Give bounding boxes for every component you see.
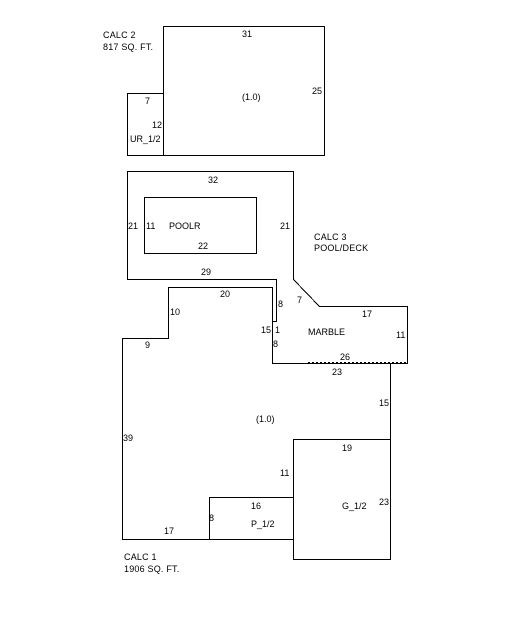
calc3-dim-notch-left: 1 [275, 325, 280, 335]
calc3-marble-label: MARBLE [308, 327, 345, 337]
calc1-dim-step: 10 [170, 307, 180, 317]
calc1-dim-garage-top: 19 [342, 443, 352, 453]
calc3-dim-bottom: 29 [201, 267, 211, 277]
calc1-porch-label: P_1/2 [251, 519, 275, 529]
calc3-pool [144, 197, 257, 254]
calc3-area: CALC 3 POOL/DECK 32 21 21 11 POOLR 22 29… [127, 171, 408, 364]
calc3-dim-diag: 7 [297, 295, 302, 305]
calc1-factor: (1.0) [256, 414, 275, 424]
calc1-dim-bottom: 17 [164, 526, 174, 536]
calc1-dim-inner-15: 15 [261, 325, 271, 335]
calc3-dim-marble-right: 11 [396, 330, 405, 340]
calc2-dim-small-top: 7 [145, 96, 150, 106]
calc1-dim-porch-top: 16 [251, 501, 261, 511]
calc1-porch [209, 497, 294, 540]
calc1-dim-right: 15 [379, 398, 389, 408]
calc1-area-text: 1906 SQ. FT. [124, 564, 179, 574]
calc3-dim-marble-top: 17 [362, 309, 372, 319]
calc2-title: CALC 2 [103, 30, 136, 40]
calc1-dim-left: 39 [123, 433, 133, 443]
calc3-dim-notch: 8 [278, 299, 283, 309]
calc1-title: CALC 1 [124, 552, 157, 562]
calc2-ur-room [127, 93, 164, 156]
calc2-dim-top: 31 [242, 29, 252, 39]
calc2-area: CALC 2 817 SQ. FT. 31 25 (1.0) 7 12 UR_1… [103, 26, 325, 156]
calc2-area-text: 817 SQ. FT. [103, 42, 153, 52]
calc3-title: CALC 3 [314, 232, 347, 242]
calc2-dim-small-side: 12 [152, 120, 162, 130]
calc3-subtitle: POOL/DECK [314, 243, 368, 253]
calc2-main-room [163, 26, 325, 156]
calc1-dim-top: 20 [220, 289, 230, 299]
calc2-factor: (1.0) [242, 92, 261, 102]
calc1-dim-garage-right: 23 [379, 497, 389, 507]
calc3-dim-left: 21 [128, 221, 138, 231]
calc3-dim-pool-left: 11 [146, 221, 155, 231]
calc1-dim-right-top: 23 [332, 367, 342, 377]
calc1-garage-label: G_1/2 [342, 501, 367, 511]
calc3-pool-label: POOLR [169, 221, 201, 231]
calc3-dim-top: 32 [208, 175, 218, 185]
calc1-dim-garage-left: 11 [280, 468, 289, 478]
calc1-dim-porch-left: 8 [209, 513, 214, 523]
calc1-dim-inner-8: 8 [273, 339, 278, 349]
calc2-ur-label: UR_1/2 [130, 134, 161, 144]
calc3-dim-pool-bottom: 22 [198, 241, 208, 251]
calc1-area: 20 10 9 39 17 15 8 23 15 (1.0) 19 11 23 … [122, 287, 391, 574]
calc3-dim-marble-bottom: 26 [340, 352, 350, 362]
calc2-dim-right: 25 [312, 86, 322, 96]
calc1-garage [293, 439, 391, 560]
calc1-dim-left-top: 9 [145, 340, 150, 350]
calc3-dim-right: 21 [280, 221, 290, 231]
